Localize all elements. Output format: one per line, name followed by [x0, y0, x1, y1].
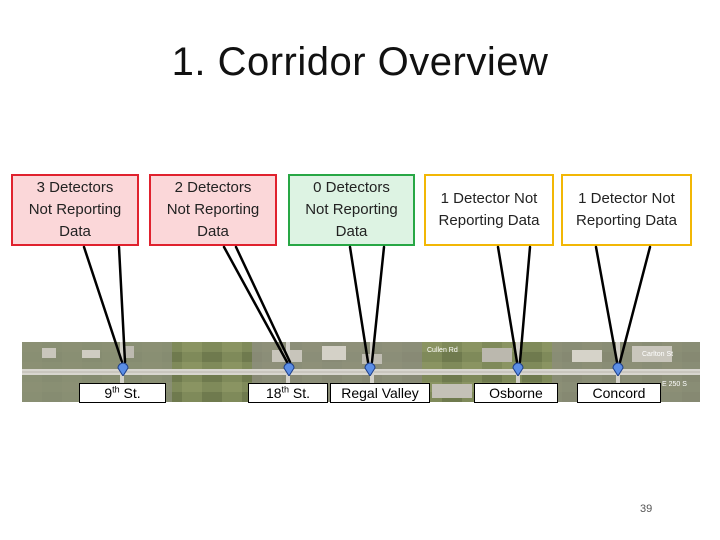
map-pin-icon	[612, 362, 624, 376]
intersection-label-regal-valley: Regal Valley	[330, 383, 430, 403]
label-superscript: th	[112, 384, 120, 395]
callout-line: 1 Detector Not	[578, 190, 675, 207]
callout-concord: 1 Detector Not Reporting Data	[561, 174, 692, 246]
callout-line: Data	[335, 223, 368, 240]
page-number: 39	[640, 503, 653, 515]
callout-line: Data	[59, 223, 91, 240]
callout-line: Reporting Data	[438, 212, 540, 229]
intersection-label-osborne: Osborne	[474, 383, 558, 403]
callout-osborne: 1 Detector Not Reporting Data	[424, 174, 554, 246]
label-text: St.	[119, 385, 141, 401]
label-text: Concord	[592, 385, 646, 401]
callout-line: 0 Detectors	[313, 179, 390, 196]
callout-9th-st: 3 Detectors Not Reporting Data	[11, 174, 139, 246]
callout-line: Data	[197, 223, 229, 240]
street-label: E 250 S	[662, 381, 687, 388]
callout-18th-st: 2 Detectors Not Reporting Data	[149, 174, 277, 246]
callout-line: Not Reporting	[166, 201, 260, 218]
callout-line: 3 Detectors	[36, 179, 114, 196]
slide-title: 1. Corridor Overview	[171, 40, 549, 84]
map-pin-icon	[117, 362, 129, 376]
callout-line: Not Reporting	[305, 201, 398, 218]
label-text: 9	[104, 385, 113, 401]
label-text: Osborne	[489, 385, 543, 401]
callout-line: 2 Detectors	[174, 179, 252, 196]
callout-regal-valley: 0 Detectors Not Reporting Data	[288, 174, 415, 246]
map-pin-icon	[283, 362, 295, 376]
intersection-label-9th-st: 9th St.	[79, 383, 166, 403]
callout-line: Reporting Data	[576, 212, 677, 229]
label-text: 18	[265, 385, 282, 401]
map-pin-icon	[364, 362, 376, 376]
callout-line: Not Reporting	[28, 201, 122, 218]
intersection-label-concord: Concord	[577, 383, 661, 403]
street-label: Carlton St	[642, 351, 673, 358]
street-label: Cullen Rd	[427, 347, 458, 354]
map-pin-icon	[512, 362, 524, 376]
label-text: Regal Valley	[341, 385, 419, 401]
callout-line: 1 Detector Not	[440, 190, 538, 207]
label-superscript: th	[281, 384, 290, 395]
label-text: St.	[289, 385, 311, 401]
intersection-label-18th-st: 18th St.	[248, 383, 328, 403]
